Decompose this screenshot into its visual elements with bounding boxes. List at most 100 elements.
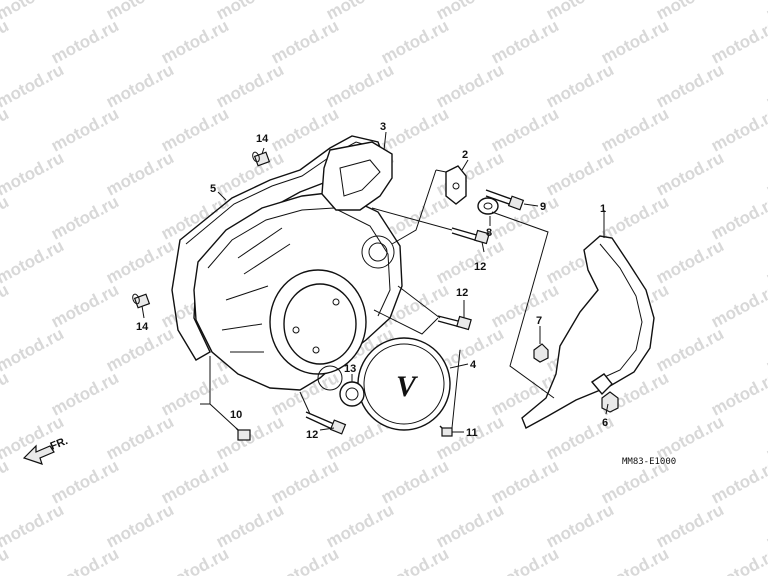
watermark-text: motod.ru (543, 60, 617, 111)
watermark-text: motod.ru (103, 236, 177, 287)
bolt-12-lower (305, 411, 347, 435)
watermark-text: motod.ru (543, 500, 617, 551)
watermark-text: motod.ru (158, 544, 232, 576)
watermark-text: motod.ru (763, 0, 768, 24)
boss-hole-1 (292, 326, 300, 334)
nut-6 (601, 391, 619, 413)
bracket-ring (361, 235, 395, 269)
watermark-text: motod.ru (0, 60, 67, 111)
watermark-text: motod.ru (653, 236, 727, 287)
watermark-text: motod.ru (433, 236, 507, 287)
label-part-2: 2 (462, 149, 468, 161)
watermark-text: motod.ru (268, 544, 342, 576)
gasket-outline (171, 135, 385, 361)
watermark-text: motod.ru (158, 456, 232, 507)
watermark-text: motod.ru (213, 500, 287, 551)
label-part-7: 7 (536, 315, 542, 327)
watermark-text: motod.ru (0, 148, 67, 199)
watermark-text: motod.ru (378, 16, 452, 67)
watermark-text: motod.ru (323, 500, 397, 551)
watermark-text: motod.ru (433, 500, 507, 551)
watermark-text: motod.ru (488, 280, 562, 331)
watermark-text: motod.ru (48, 104, 122, 155)
label-part-9: 9 (540, 201, 546, 213)
watermark-text: motod.ru (708, 544, 768, 576)
emblem-cover: V (357, 337, 451, 431)
watermark-text: motod.ru (653, 324, 727, 375)
watermark-text: motod.ru (488, 16, 562, 67)
label-part-10: 10 (230, 409, 242, 421)
watermark-text: motod.ru (268, 456, 342, 507)
watermark-text: motod.ru (158, 368, 232, 419)
watermark-text: motod.ru (0, 456, 12, 507)
watermark-text: motod.ru (763, 324, 768, 375)
watermark-text: motod.ru (158, 16, 232, 67)
cover-lower-hole (317, 365, 343, 391)
watermark-text: motod.ru (763, 236, 768, 287)
bracket-plate (445, 165, 467, 205)
watermark-text: motod.ru (213, 60, 287, 111)
bracket-plate-hole (452, 182, 460, 190)
watermark-text: motod.ru (323, 60, 397, 111)
label-part-4: 4 (470, 359, 477, 371)
label-part-8: 8 (486, 227, 492, 239)
watermark-text: motod.ru (0, 324, 67, 375)
watermark-text: motod.ru (0, 16, 12, 67)
watermark-text: motod.ru (763, 412, 768, 463)
watermark-text: motod.ru (0, 104, 12, 155)
label-part-5: 5 (210, 183, 216, 195)
nut-7 (533, 343, 549, 363)
dowel-pin-lower (132, 293, 151, 309)
label-part-11: 11 (466, 427, 478, 439)
watermark-text: motod.ru (268, 16, 342, 67)
bolt-12-middle (437, 315, 472, 331)
figure-code: MM83-E1000 (622, 457, 676, 467)
watermark-text: motod.ru (543, 148, 617, 199)
watermark-text: motod.ru (48, 544, 122, 576)
watermark-text: motod.ru (378, 456, 452, 507)
label-pointers (141, 131, 609, 433)
label-part-12-lower: 12 (306, 429, 318, 441)
watermark-text: motod.ru (378, 544, 452, 576)
dowel-pin-upper (252, 151, 271, 167)
cover-boss-face (283, 283, 357, 365)
sprocket-cover (521, 235, 655, 429)
watermark-text: motod.ru (763, 148, 768, 199)
watermark-text: motod.ru (48, 192, 122, 243)
watermark-text: motod.ru (48, 16, 122, 67)
watermark-text: motod.ru (653, 148, 727, 199)
watermark-text: motod.ru (653, 60, 727, 111)
watermark-text: motod.ru (48, 456, 122, 507)
label-part-6: 6 (602, 417, 608, 429)
cover-upper-bracket (321, 141, 393, 211)
watermark-text: motod.ru (103, 148, 177, 199)
watermark-text: motod.ru (48, 280, 122, 331)
watermark-text: motod.ru (103, 412, 177, 463)
collar-8 (477, 197, 499, 215)
watermark-text: motod.ru (598, 104, 672, 155)
watermark-text: motod.ru (598, 544, 672, 576)
cover-ribs (221, 227, 291, 353)
bracket-slot (339, 159, 381, 197)
bolt-11 (439, 425, 453, 437)
label-part-12-upper: 12 (474, 261, 486, 273)
watermark-text: motod.ru (653, 500, 727, 551)
bolt-10 (235, 427, 251, 441)
watermark-text: motod.ru (48, 368, 122, 419)
boss-hole-3 (332, 298, 340, 306)
watermark-text: motod.ru (763, 60, 768, 111)
label-part-13: 13 (344, 363, 356, 375)
watermark-text: motod.ru (0, 192, 12, 243)
label-part-12-middle: 12 (456, 287, 468, 299)
sprocket-cover-edge (597, 243, 643, 381)
label-part-14-lower: 14 (136, 321, 149, 333)
watermark-text: motod.ru (763, 500, 768, 551)
watermark-text: motod.ru (0, 236, 67, 287)
watermark-text: motod.ru (433, 60, 507, 111)
watermark-text: motod.ru (488, 456, 562, 507)
bracket-ring-inner (368, 242, 388, 262)
direction-label: FR. (49, 435, 70, 453)
watermark-text: motod.ru (103, 500, 177, 551)
leader-lines (200, 169, 555, 429)
